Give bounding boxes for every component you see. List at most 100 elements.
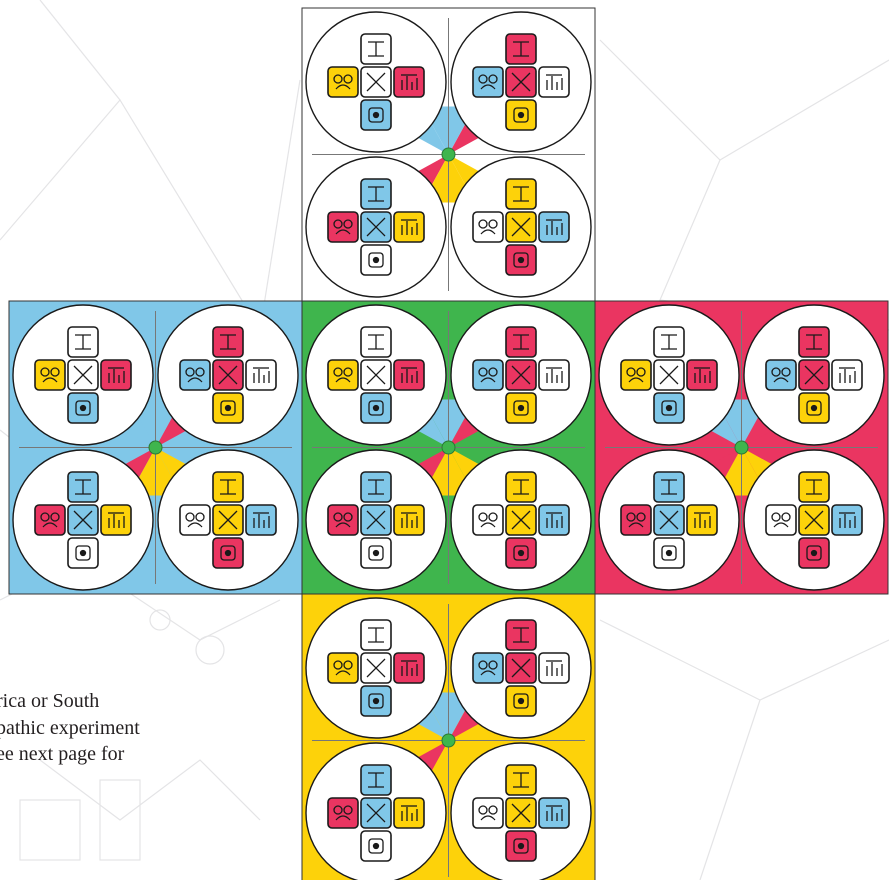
glyph-tile-right: [832, 505, 862, 535]
glyph-circle: [306, 157, 446, 297]
glyph-tile-top: [799, 327, 829, 357]
glyph-tile-bottom: [506, 538, 536, 568]
glyph-tile-center: [361, 360, 391, 390]
glyph-circle: [13, 305, 153, 445]
glyph-tile-right: [101, 360, 131, 390]
glyph-tile-center: [506, 653, 536, 683]
glyph-tile-left: [180, 505, 210, 535]
glyph-tile-right: [394, 798, 424, 828]
glyph-tile-right: [246, 505, 276, 535]
glyph-tile-center: [799, 360, 829, 390]
glyph-tile-center: [506, 505, 536, 535]
glyph-tile-bottom: [213, 393, 243, 423]
glyph-tile-right: [394, 360, 424, 390]
glyph-tile-left: [328, 360, 358, 390]
glyph-tile-left: [35, 360, 65, 390]
center-dot: [149, 441, 162, 454]
glyph-circle: [451, 12, 591, 152]
cube-face-front: [302, 301, 595, 594]
glyph-circle: [451, 305, 591, 445]
glyph-tile-bottom: [361, 538, 391, 568]
glyph-circle: [306, 12, 446, 152]
glyph-tile-center: [68, 505, 98, 535]
glyph-tile-left: [473, 653, 503, 683]
glyph-tile-bottom: [361, 245, 391, 275]
glyph-tile-right: [687, 360, 717, 390]
glyph-tile-top: [361, 327, 391, 357]
glyph-tile-right: [101, 505, 131, 535]
glyph-circle: [158, 450, 298, 590]
glyph-tile-left: [766, 360, 796, 390]
glyph-circle: [599, 450, 739, 590]
glyph-tile-left: [328, 505, 358, 535]
glyph-tile-right: [539, 67, 569, 97]
glyph-tile-bottom: [506, 100, 536, 130]
glyph-tile-center: [654, 360, 684, 390]
glyph-tile-right: [539, 360, 569, 390]
glyph-tile-left: [473, 67, 503, 97]
glyph-tile-top: [68, 472, 98, 502]
glyph-tile-bottom: [361, 831, 391, 861]
glyph-tile-center: [68, 360, 98, 390]
glyph-tile-top: [361, 620, 391, 650]
glyph-tile-bottom: [654, 393, 684, 423]
glyph-circle: [306, 450, 446, 590]
glyph-tile-bottom: [361, 100, 391, 130]
glyph-tile-left: [180, 360, 210, 390]
glyph-tile-top: [799, 472, 829, 502]
glyph-tile-center: [799, 505, 829, 535]
glyph-circle: [451, 598, 591, 738]
glyph-tile-left: [328, 67, 358, 97]
glyph-tile-center: [213, 360, 243, 390]
glyph-tile-right: [539, 505, 569, 535]
glyph-tile-top: [213, 472, 243, 502]
glyph-tile-right: [394, 653, 424, 683]
glyph-tile-bottom: [654, 538, 684, 568]
glyph-tile-right: [394, 212, 424, 242]
glyph-tile-center: [506, 360, 536, 390]
glyph-tile-top: [654, 472, 684, 502]
glyph-tile-left: [473, 505, 503, 535]
glyph-tile-bottom: [799, 538, 829, 568]
glyph-tile-center: [361, 212, 391, 242]
glyph-circle: [306, 743, 446, 880]
glyph-tile-right: [394, 67, 424, 97]
glyph-tile-top: [506, 34, 536, 64]
glyph-tile-right: [394, 505, 424, 535]
glyph-tile-top: [506, 620, 536, 650]
glyph-circle: [451, 743, 591, 880]
glyph-tile-bottom: [506, 245, 536, 275]
glyph-tile-bottom: [68, 538, 98, 568]
cube-face-top: [302, 8, 595, 301]
glyph-tile-right: [832, 360, 862, 390]
glyph-tile-top: [506, 472, 536, 502]
glyph-tile-top: [506, 327, 536, 357]
glyph-tile-right: [539, 798, 569, 828]
glyph-tile-right: [687, 505, 717, 535]
glyph-tile-center: [506, 67, 536, 97]
glyph-tile-top: [68, 327, 98, 357]
glyph-circle: [158, 305, 298, 445]
glyph-circle: [306, 598, 446, 738]
glyph-tile-left: [328, 212, 358, 242]
glyph-tile-center: [506, 798, 536, 828]
glyph-tile-bottom: [506, 831, 536, 861]
center-dot: [442, 148, 455, 161]
glyph-tile-center: [361, 67, 391, 97]
glyph-tile-top: [361, 179, 391, 209]
glyph-tile-bottom: [68, 393, 98, 423]
glyph-tile-bottom: [361, 393, 391, 423]
glyph-tile-top: [361, 472, 391, 502]
glyph-circle: [744, 305, 884, 445]
glyph-tile-top: [213, 327, 243, 357]
glyph-tile-top: [654, 327, 684, 357]
glyph-circle: [599, 305, 739, 445]
glyph-tile-left: [473, 798, 503, 828]
glyph-tile-bottom: [506, 393, 536, 423]
glyph-tile-top: [506, 765, 536, 795]
glyph-tile-top: [506, 179, 536, 209]
center-dot: [442, 734, 455, 747]
glyph-tile-center: [361, 505, 391, 535]
glyph-tile-bottom: [213, 538, 243, 568]
glyph-tile-center: [654, 505, 684, 535]
